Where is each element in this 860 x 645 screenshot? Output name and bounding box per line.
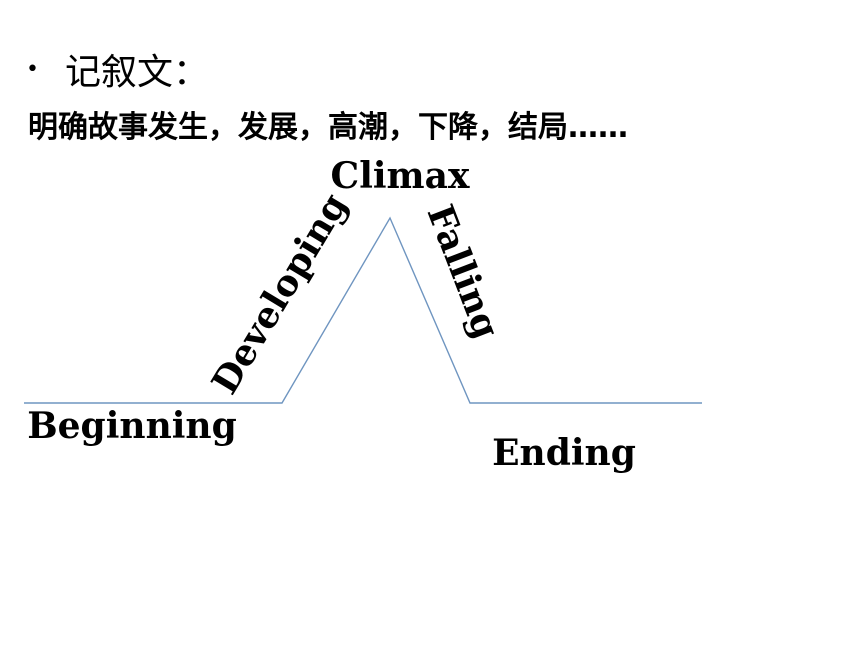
plot-arc-line — [24, 216, 702, 404]
label-ending: Ending — [492, 432, 636, 474]
label-falling: Falling — [419, 199, 508, 344]
label-developing: Developing — [204, 186, 356, 401]
label-beginning: Beginning — [27, 405, 237, 447]
label-climax: Climax — [331, 155, 470, 197]
slide-subheading: 明确故事发生，发展，高潮，下降，结局…… — [28, 110, 628, 145]
slide-heading: 记叙文： — [64, 52, 209, 93]
bullet-dot: • — [26, 56, 39, 82]
bullet-line: • 记叙文： — [26, 44, 209, 94]
